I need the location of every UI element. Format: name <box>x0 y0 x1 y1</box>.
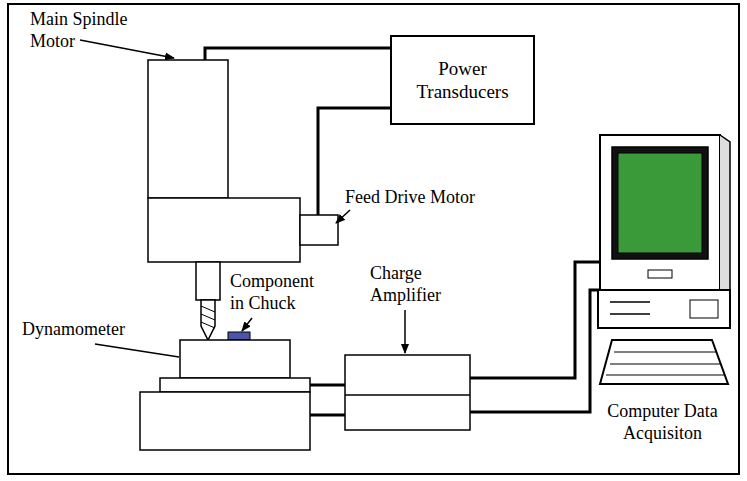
leader-arrow <box>404 310 406 353</box>
box-label: Power Transducers <box>413 57 513 103</box>
signal-wire <box>310 384 345 387</box>
component <box>228 332 250 340</box>
monitor-case <box>600 135 720 290</box>
part-label: Feed Drive Motor <box>345 186 495 208</box>
machine-table <box>160 378 310 392</box>
disk-slot <box>610 301 650 303</box>
drive-bay <box>690 300 718 318</box>
spindle-motor <box>148 60 228 198</box>
drill-bit <box>201 300 215 340</box>
keyboard <box>600 340 728 384</box>
process-box: Power Transducers <box>390 35 535 125</box>
leader-arrow <box>242 318 252 331</box>
part-label: Computer Data Acquisiton <box>590 400 735 444</box>
part-label: Charge Amplifier <box>370 262 460 306</box>
amplifier-divider <box>345 394 470 396</box>
leader-arrow <box>80 40 174 58</box>
power-wire <box>205 48 390 60</box>
monitor-side <box>720 135 730 292</box>
charge-amplifier <box>345 355 470 430</box>
disk-slot <box>610 313 650 315</box>
dynamometer <box>180 340 290 378</box>
drill-flutes <box>201 306 215 328</box>
spindle-head <box>148 198 300 262</box>
monitor-screen <box>618 153 702 253</box>
keyboard-keys <box>606 352 724 375</box>
leader-line <box>95 344 179 357</box>
monitor-button <box>648 270 672 278</box>
signal-wire <box>470 290 600 412</box>
part-label: Component in Chuck <box>230 270 325 314</box>
outer-frame <box>8 4 739 474</box>
computer-case <box>598 290 730 328</box>
machine-base <box>140 392 310 450</box>
leader-arrow <box>336 210 350 223</box>
part-label: Dynamometer <box>22 318 152 340</box>
feed-drive-motor <box>300 215 338 245</box>
monitor-bezel <box>612 147 708 259</box>
tool-holder <box>196 262 220 300</box>
part-label: Main Spindle Motor <box>30 8 150 52</box>
signal-wire <box>470 262 600 378</box>
signal-wire <box>310 414 345 417</box>
